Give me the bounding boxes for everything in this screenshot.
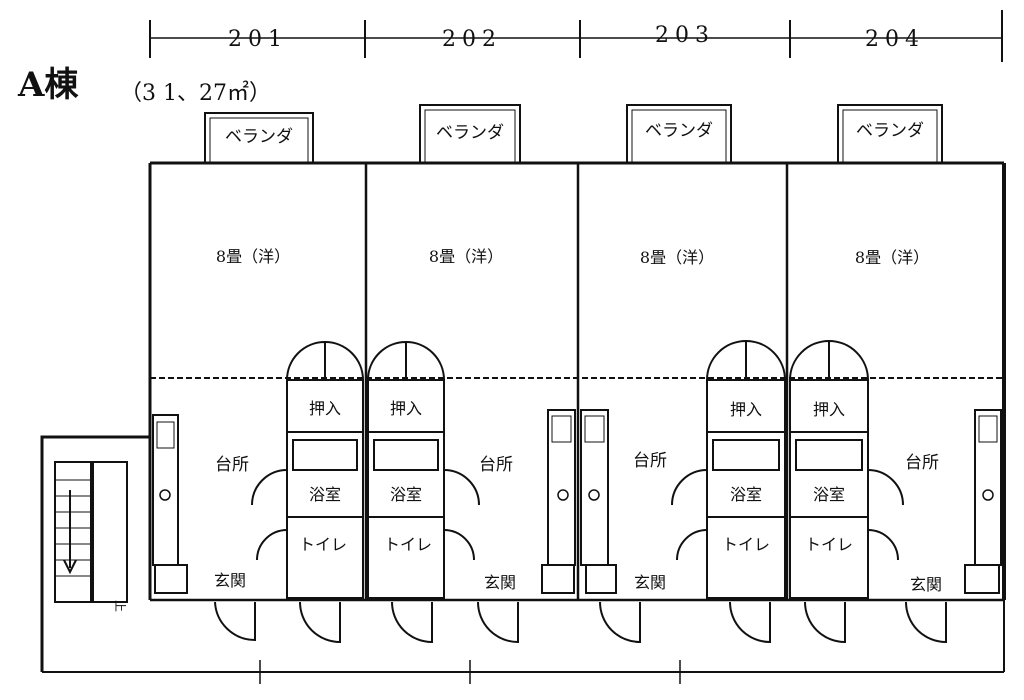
entrance-label-203: 玄関	[634, 573, 666, 592]
unit-number-202: 202	[442, 27, 502, 52]
closet-label-204: 押入	[813, 400, 845, 419]
veranda-label-204: ベランダ	[856, 121, 924, 141]
toilet-label-204: トイレ	[805, 535, 853, 554]
entrance-label-201: 玄関	[214, 571, 246, 590]
kitchen-label-202: 台所	[479, 455, 513, 475]
staircase	[40, 435, 152, 672]
toilet-label-201: トイレ	[299, 535, 347, 554]
toilet-label-202: トイレ	[384, 535, 432, 554]
verandas	[204, 104, 943, 164]
room-label-201: 8畳（洋）	[216, 247, 290, 266]
entrance-label-204: 玄関	[910, 575, 942, 594]
corridor	[42, 600, 1005, 684]
exterior-walls	[148, 161, 1006, 602]
unit-number-204: 204	[865, 27, 925, 52]
unit-number-203: 203	[655, 23, 715, 48]
bath-blocks	[251, 431, 904, 599]
veranda-label-202: ベランダ	[436, 123, 504, 143]
kitchen-label-201: 台所	[215, 455, 249, 475]
stairs-up-label: 上	[113, 600, 127, 612]
dimension-line	[149, 10, 1003, 62]
bath-label-201: 浴室	[309, 485, 341, 504]
building-name: A棟	[17, 65, 79, 105]
veranda-label-203: ベランダ	[645, 121, 713, 141]
bath-label-202: 浴室	[390, 485, 422, 504]
closet-label-202: 押入	[390, 399, 422, 418]
kitchen-label-203: 台所	[633, 451, 667, 471]
toilet-label-203: トイレ	[722, 535, 770, 554]
closet-label-201: 押入	[309, 399, 341, 418]
closet-label-203: 押入	[730, 400, 762, 419]
room-label-202: 8畳（洋）	[429, 247, 503, 266]
entrance-label-202: 玄関	[484, 573, 516, 592]
building-area: （3 1、27㎡）	[120, 80, 271, 106]
veranda-label-201: ベランダ	[225, 127, 293, 147]
room-label-203: 8畳（洋）	[640, 248, 714, 267]
kitchen-counters	[152, 409, 1002, 594]
entrance-doors	[214, 601, 947, 644]
unit-number-201: 201	[228, 27, 288, 52]
bath-label-204: 浴室	[813, 485, 845, 504]
bath-label-203: 浴室	[730, 485, 762, 504]
kitchen-label-204: 台所	[905, 453, 939, 473]
room-label-204: 8畳（洋）	[855, 248, 929, 267]
